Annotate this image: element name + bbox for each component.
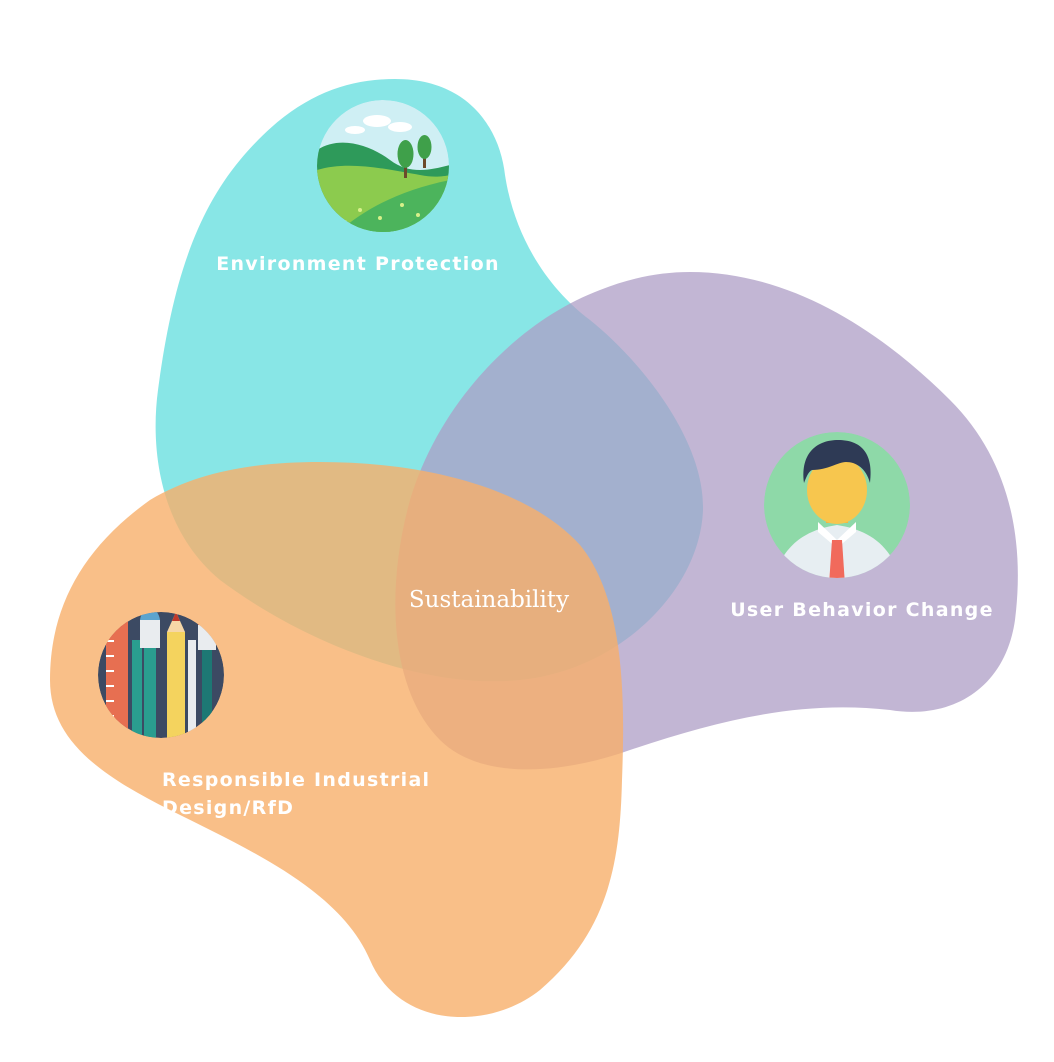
responsible-design-label-line2: Design/RfD (162, 797, 294, 819)
sustainability-label: Sustainability (409, 587, 569, 613)
environment-protection-label: Environment Protection (216, 253, 500, 275)
art-supplies-icon (98, 612, 224, 738)
responsible-design-blob (50, 462, 624, 1018)
user-behavior-change-label: User Behavior Change (730, 599, 994, 621)
responsible-design-label-line1: Responsible Industrial (162, 769, 430, 791)
